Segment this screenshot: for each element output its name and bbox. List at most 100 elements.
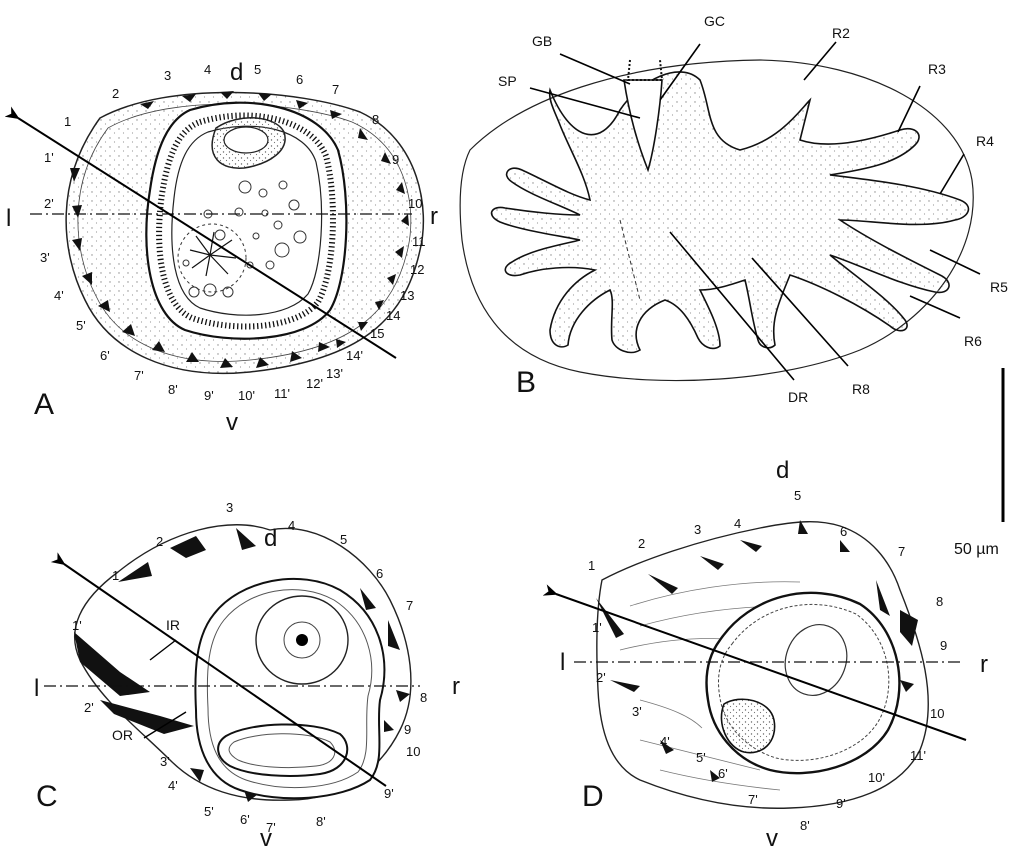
ridge-label: 9' [384,786,394,801]
panel-c-left: l [34,675,39,702]
label-sp: SP [498,73,517,89]
ridge-label: 7' [134,368,144,383]
panel-c: C d v l r IR OR 1 2 3 4 5 6 7 8 9 10 1' … [34,500,460,851]
label-r5: R5 [990,279,1008,295]
ridge-label: 3 [164,68,171,83]
ridge-label: 11 [412,234,426,249]
ridge-label: 9 [940,638,947,653]
ridge-label: 9' [836,796,846,811]
ridge-label: 8 [420,690,427,705]
ridge-label: 7 [406,598,413,613]
panel-d-ventral: v [766,825,778,851]
ridge-label: 8 [936,594,943,609]
ridge-label: 11' [910,748,926,763]
panel-c-label-ir: IR [166,617,180,633]
ridge-label: 12' [306,376,323,391]
ridge-label: 10 [406,744,420,759]
panel-c-dorsal: d [264,525,277,552]
panel-d-dorsal: d [776,457,789,484]
ridge-label: 5' [204,804,214,819]
ridge-label: 3' [160,754,170,769]
ridge-label: 2 [156,534,163,549]
label-gb: GB [532,33,552,49]
panel-b-cell-body [492,72,969,352]
ridge-label: 1' [44,150,54,165]
ridge-label: 2 [112,86,119,101]
ridge-label: 7 [898,544,905,559]
panel-a-left: l [6,205,11,232]
panel-a: A d v l r 1 2 3 4 5 6 7 8 9 10 11 12 13 … [6,59,438,436]
panel-d-right: r [980,651,988,678]
ridge-label: 3' [632,704,642,719]
ridge-label: 2' [596,670,606,685]
ridge-label: 1 [588,558,595,573]
panel-c-letter: C [36,780,58,813]
ridge-label: 8' [168,382,178,397]
panel-d: D d v l r 1 2 3 4 5 6 7 8 9 10 1' 2' 3' … [556,457,988,851]
ridge-label: 13' [326,366,343,381]
ridge-label: 1' [592,620,602,635]
ridge-label: 4 [734,516,741,531]
ridge-label: 2 [638,536,645,551]
ridge-label: 4' [168,778,178,793]
ridge-label: 1 [64,114,71,129]
panel-a-letter: A [34,388,54,421]
ridge-label: 3 [694,522,701,537]
ridge-label: 5 [794,488,801,503]
ridge-label: 3 [226,500,233,515]
ridge-label: 6 [840,524,847,539]
ridge-label: 6' [100,348,110,363]
panel-a-dorsal: d [230,59,243,86]
ridge-label: 6' [240,812,250,827]
ridge-label: 4' [660,734,670,749]
ridge-label: 8' [800,818,810,833]
ridge-label: 4 [204,62,211,77]
label-r3: R3 [928,61,946,77]
ridge-label: 7' [748,792,758,807]
ridge-label: 10 [930,706,944,721]
ridge-label: 6' [718,766,728,781]
ridge-label: 8' [316,814,326,829]
panel-b-letter: B [516,366,536,399]
ridge-label: 9' [204,388,214,403]
ridge-label: 3' [40,250,50,265]
ridge-label: 10' [868,770,885,785]
label-r4: R4 [976,133,994,149]
label-r8: R8 [852,381,870,397]
panel-d-letter: D [582,780,604,813]
ridge-label: 10' [238,388,255,403]
scale-bar-label: 50 µm [954,541,999,558]
panel-a-right: r [430,203,438,230]
panel-c-vacuole [218,724,347,775]
panel-d-left: l [560,649,565,676]
label-r2: R2 [832,25,850,41]
label-r6: R6 [964,333,982,349]
ridge-label: 6 [296,72,303,87]
ridge-label: 13 [400,288,414,303]
ridge-label: 5 [254,62,261,77]
panel-c-label-or: OR [112,727,133,743]
label-dr: DR [788,389,808,405]
ridge-label: 11' [274,386,290,401]
ridge-label: 10 [408,196,422,211]
label-gc: GC [704,13,725,29]
ridge-label: 9 [392,152,399,167]
ridge-label: 14' [346,348,363,363]
scale-bar: 50 µm [954,368,1003,558]
ridge-label: 7' [266,820,276,835]
ridge-label: 9 [404,722,411,737]
ridge-label: 4' [54,288,64,303]
ridge-label: 14 [386,308,400,323]
ridge-label: 5' [76,318,86,333]
ridge-label: 1' [72,618,82,633]
ridge-label: 2' [84,700,94,715]
panel-c-right: r [452,673,460,700]
ridge-label: 4 [288,518,295,533]
ridge-label: 1 [112,568,119,583]
panel-c-ir-leader [150,640,176,660]
panel-a-vacuole-inner [224,127,268,153]
ridge-label: 6 [376,566,383,581]
ridge-label: 5' [696,750,706,765]
ridge-label: 12 [410,262,424,277]
